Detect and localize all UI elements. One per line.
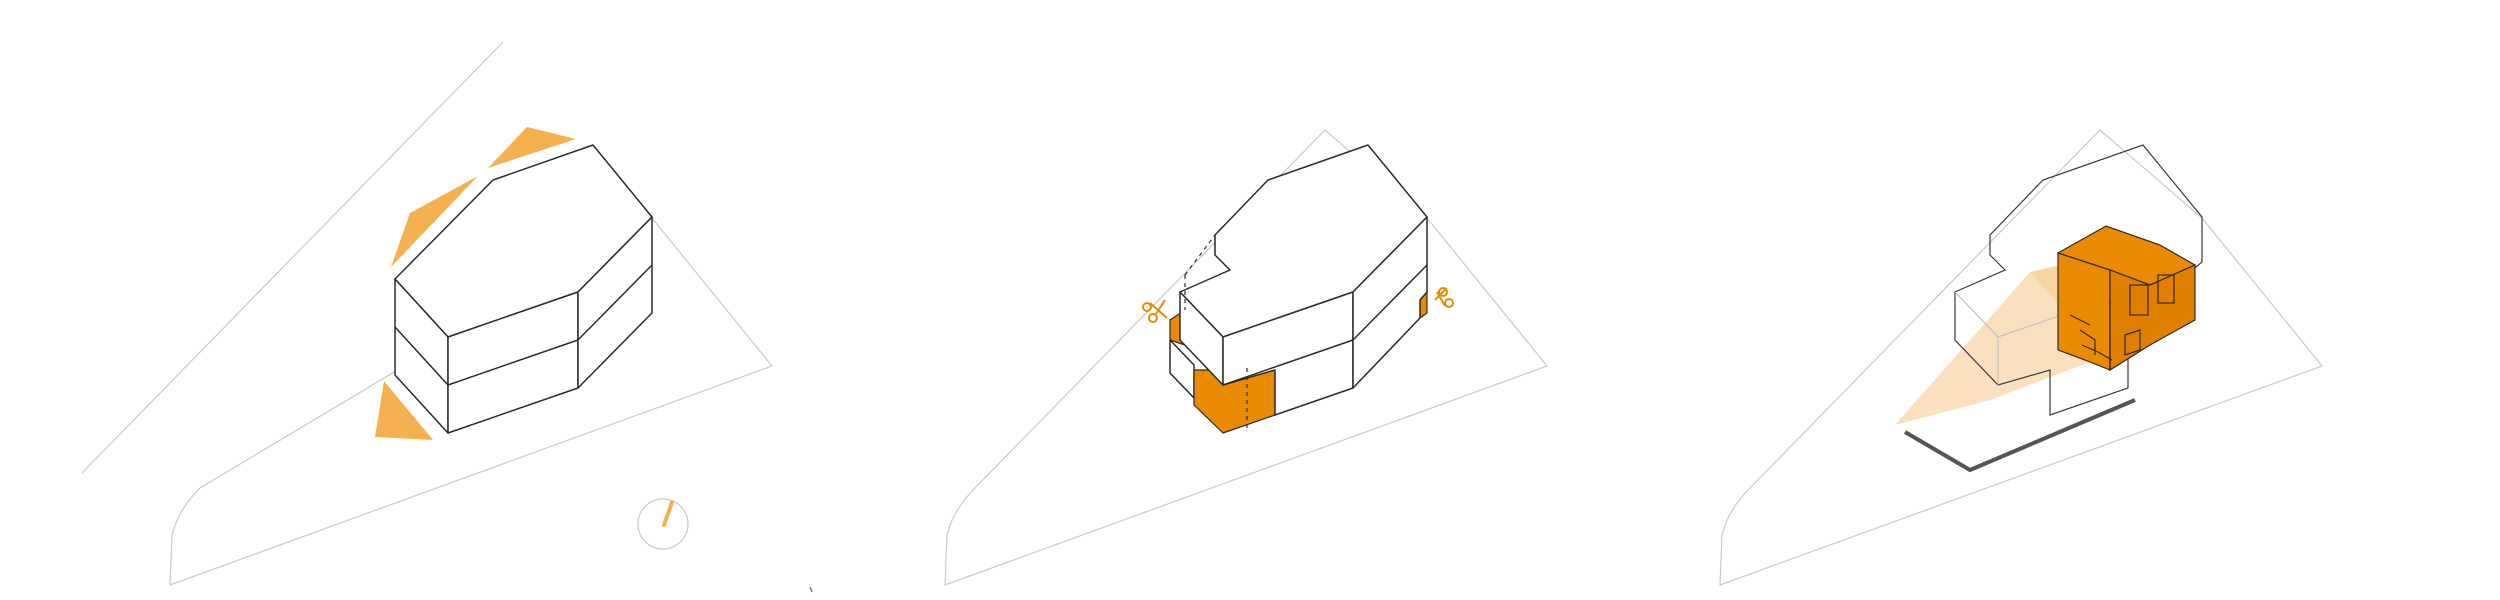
orange-triangle-top <box>488 127 576 168</box>
floor-line <box>394 264 653 386</box>
panel-site-and-volume <box>81 41 813 593</box>
north-arrow-icon <box>637 498 689 550</box>
tick-mark <box>809 586 813 593</box>
dashed-guide <box>1184 234 1248 430</box>
scissors-icon <box>1142 299 1168 323</box>
panel-cut-volume <box>944 129 1548 586</box>
site-outline <box>1719 129 2323 586</box>
panel-interior-view <box>1719 129 2323 586</box>
scissors-icon <box>1434 287 1454 308</box>
base-slab <box>1903 398 2136 473</box>
floor-line <box>1222 264 1428 386</box>
light-wedge <box>1895 272 2095 425</box>
orange-triangle-left-upper <box>391 176 478 267</box>
interior-details <box>2069 274 2175 370</box>
orange-triangle-bottom <box>375 381 433 440</box>
orange-block-front <box>2057 252 2111 371</box>
